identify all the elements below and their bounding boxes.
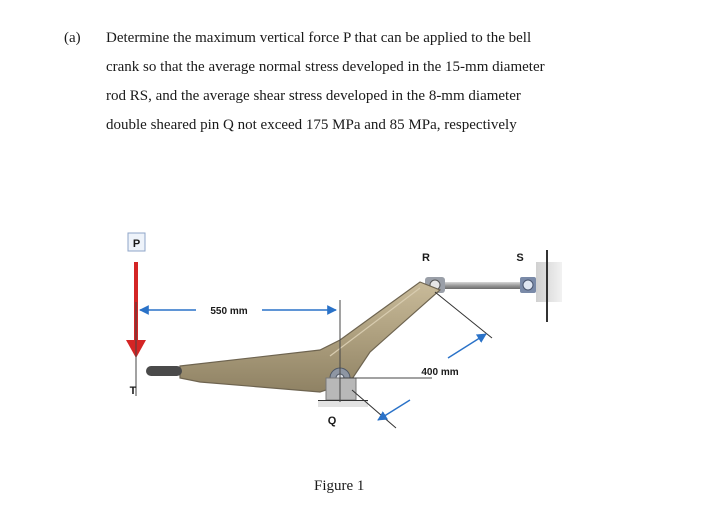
label-s: S: [516, 252, 523, 264]
label-t: T: [130, 385, 137, 397]
label-q: Q: [328, 415, 337, 427]
label-p-box: P: [127, 232, 146, 252]
rod-rs: [425, 277, 536, 293]
wall-support-s: [536, 250, 562, 322]
bell-crank-body: [146, 281, 442, 393]
problem-line-1: Determine the maximum vertical force P t…: [106, 30, 532, 46]
problem-line-2: crank so that the average normal stress …: [106, 59, 545, 75]
dimension-400-label: 400 mm: [421, 367, 458, 378]
pin-q-support: [318, 377, 368, 407]
dimension-550-label: 550 mm: [210, 306, 247, 317]
figure-caption: Figure 1: [314, 478, 365, 494]
label-r: R: [422, 252, 430, 264]
problem-line-3: rod RS, and the average shear stress dev…: [106, 88, 521, 104]
problem-line-4: double sheared pin Q not exceed 175 MPa …: [106, 117, 517, 133]
problem-label: (a): [64, 30, 81, 46]
label-p: P: [133, 238, 140, 250]
dimension-400: [351, 291, 493, 429]
